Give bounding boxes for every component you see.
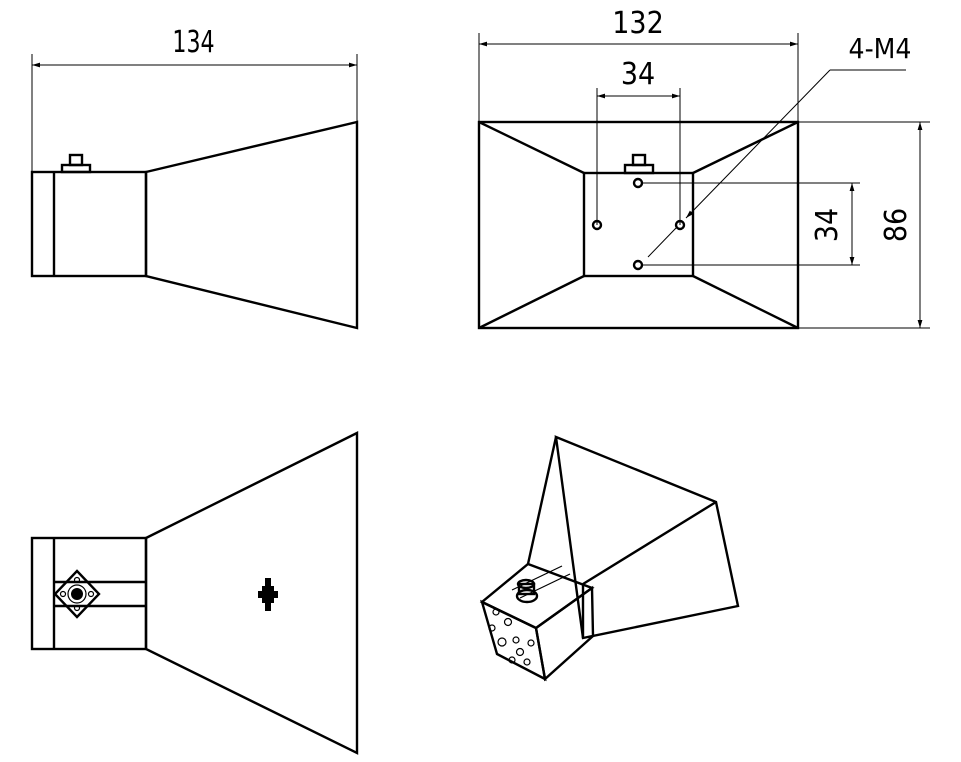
- dimension-134-label: 134: [172, 26, 214, 60]
- horn-flare: [144, 120, 359, 330]
- front-connector: [623, 153, 655, 175]
- mounting-holes: [591, 177, 686, 271]
- dimension-34-horizontal: 34: [596, 57, 681, 225]
- side-view: 134: [30, 26, 359, 330]
- hole-callout: 4-M4: [647, 32, 912, 258]
- isometric-view: [479, 435, 740, 682]
- connector: [60, 153, 92, 174]
- aperture-outline: [477, 120, 800, 330]
- hole-bottom: [632, 259, 644, 271]
- front-view: 132 34 4-M4 34 86: [477, 6, 930, 330]
- dimension-34-horizontal-label: 34: [621, 57, 655, 92]
- top-view: [30, 431, 359, 755]
- dimension-132: 132: [478, 6, 799, 122]
- horn-flare-top: [144, 431, 359, 755]
- dimension-34-vertical: 34: [642, 182, 860, 266]
- hole-top: [632, 177, 644, 189]
- top-connector-flange: [53, 569, 101, 619]
- feed-pin-icon: [258, 578, 278, 611]
- iso-front-holes: [488, 608, 535, 666]
- iso-horn-outer: [554, 435, 740, 640]
- hole-callout-label: 4-M4: [849, 32, 912, 65]
- dimension-86-label: 86: [879, 208, 914, 242]
- dimension-134: 134: [31, 26, 358, 172]
- dimension-132-label: 132: [612, 6, 664, 41]
- dimension-86: 86: [798, 121, 930, 329]
- iso-box-side: [534, 585, 595, 682]
- iso-connector: [511, 565, 571, 604]
- waveguide-body: [30, 170, 148, 278]
- dimension-34-vertical-label: 34: [810, 208, 845, 242]
